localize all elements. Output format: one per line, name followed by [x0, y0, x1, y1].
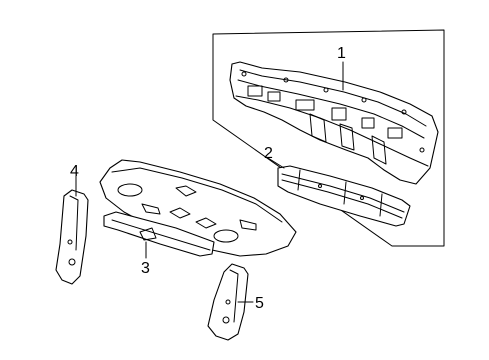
part-4-left-bracket	[55, 189, 89, 285]
callout-2: 2	[264, 145, 273, 162]
callout-4: 4	[70, 163, 79, 180]
part-2-cross-member	[277, 165, 411, 227]
callout-5: 5	[255, 295, 264, 312]
part-5-right-bracket	[207, 263, 249, 341]
callout-3: 3	[141, 260, 150, 277]
assembly-backing-panel	[212, 29, 445, 247]
part-3-package-tray	[99, 159, 297, 257]
leader-lines	[75, 61, 344, 303]
callout-1: 1	[337, 45, 346, 62]
part-1-rear-panel	[229, 61, 439, 185]
